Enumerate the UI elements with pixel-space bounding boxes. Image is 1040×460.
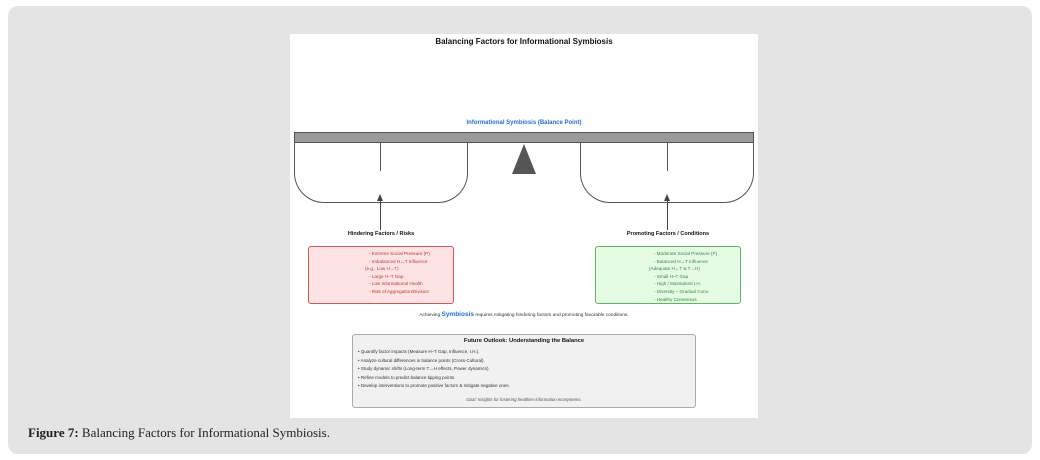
outlook-item: • Quantify factor impacts (Measure H–T G… [358, 349, 480, 354]
promoting-item: - Moderate Social Pressure (P) [654, 251, 718, 256]
right-up-arrow [667, 200, 668, 230]
figure-caption: Figure 7: Balancing Factors for Informat… [28, 425, 330, 441]
promoting-title: Promoting Factors / Conditions [626, 231, 710, 237]
caption-label: Figure 7: [28, 425, 79, 440]
promoting-factors-box: - Moderate Social Pressure (P) - Balance… [595, 246, 741, 304]
hindering-item: - Low Informational Health [369, 281, 423, 287]
caption-text: Balancing Factors for Informational Symb… [81, 425, 330, 440]
left-scale-pan [294, 143, 468, 203]
right-up-arrow-head [664, 194, 670, 201]
fulcrum-triangle [512, 144, 536, 174]
hindering-item: (e.g., Low H→T) [365, 266, 399, 272]
hindering-item: - Imbalanced H↔T Influence [369, 258, 428, 264]
outlook-item: • Study dynamic shifts (Long-term T→H ef… [358, 366, 490, 372]
left-up-arrow-head [377, 194, 383, 201]
outlook-list: • Quantify factor impacts (Measure H–T G… [358, 348, 510, 391]
right-pan-rod [667, 143, 668, 171]
left-up-arrow [380, 200, 381, 230]
hindering-item: - Risk of Aggregation/Division [369, 288, 430, 294]
achieve-statement: Achieving Symbiosis requires mitigating … [290, 311, 758, 318]
outlook-item: • Analyze cultural differences in balanc… [358, 357, 485, 363]
promoting-item: - Small H–T Gap [654, 273, 689, 279]
future-outlook-box: Future Outlook: Understanding the Balanc… [352, 334, 696, 408]
left-pan-rod [380, 143, 381, 171]
hindering-item: - Large H–T Gap [369, 273, 404, 279]
figure-panel: Balancing Factors for Informational Symb… [8, 6, 1032, 454]
outlook-item: • Develop interventions to promote posit… [358, 383, 510, 389]
hindering-title: Hindering Factors / Risks [347, 231, 415, 237]
outlook-title: Future Outlook: Understanding the Balanc… [463, 338, 585, 344]
symbiosis-keyword: Symbiosis [441, 311, 474, 318]
balance-beam [294, 132, 754, 143]
promoting-item: - Diversity – Gradual Conv. [654, 288, 709, 294]
promoting-item: - Balanced H↔T Influence [654, 258, 708, 264]
promoting-item: (Adequate H→T & T→H) [649, 266, 700, 272]
hindering-item: - Extreme Social Pressure (P) [369, 251, 430, 256]
achieve-prefix: Achieving [419, 313, 441, 318]
promoting-item: - High / Maintained I.H. [654, 281, 701, 287]
outlook-item: • Refine models to predict balance tippi… [358, 374, 456, 380]
figure-title: Balancing Factors for Informational Symb… [435, 37, 613, 46]
promoting-item: - Healthy Consensus [654, 296, 697, 302]
figure-image: Balancing Factors for Informational Symb… [290, 34, 758, 418]
hindering-factors-box: - Extreme Social Pressure (P) - Imbalanc… [308, 246, 454, 304]
achieve-suffix: requires mitigating hindering factors an… [475, 313, 629, 318]
balance-point-label: Informational Symbiosis (Balance Point) [466, 120, 582, 126]
outlook-goal: Goal: Insights for fostering healthier i… [466, 397, 582, 402]
